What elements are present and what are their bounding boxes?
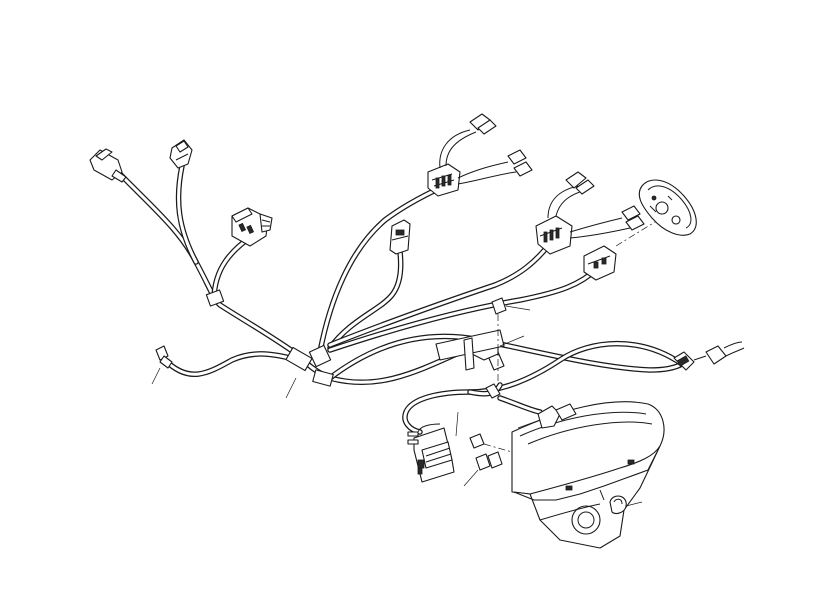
headlight-housing (511, 401, 665, 549)
leader-bulb (517, 419, 541, 429)
main-harness (115, 163, 685, 435)
leader-relay (505, 305, 531, 311)
connector-top-left (89, 139, 193, 183)
leader-fuse (463, 469, 479, 487)
handlebar-switch-connector (389, 219, 411, 255)
bracket (435, 329, 505, 371)
handlebar-connectors (673, 341, 745, 371)
ground-terminal (155, 345, 173, 369)
bulb-socket (537, 403, 577, 429)
connector-top-center (427, 113, 533, 197)
leader-fuse-box (455, 411, 459, 437)
leader-harness (285, 377, 297, 399)
instrument-cluster (638, 179, 697, 236)
leader-bracket (499, 335, 525, 347)
grommet (609, 495, 627, 515)
leader-ground (151, 367, 161, 385)
connector-center-right (535, 171, 645, 255)
leader-grommet (625, 501, 643, 507)
fuse (469, 433, 503, 471)
fuse-box (407, 423, 455, 483)
relay-connector (583, 245, 617, 281)
connector-block-large (231, 207, 273, 247)
